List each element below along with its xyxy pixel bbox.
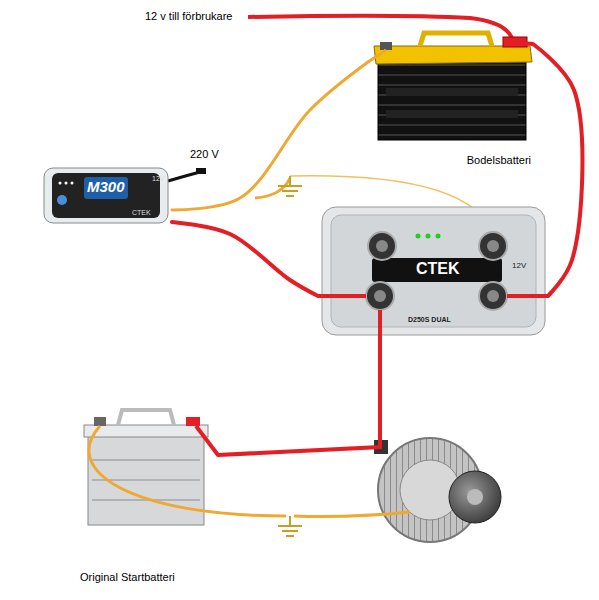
brand-name: CTEK (416, 260, 460, 278)
dc-charger-node: CTEK 12V D250S DUAL (318, 203, 548, 338)
ground-wire (294, 512, 410, 517)
house-battery (374, 33, 532, 140)
charger-node: M300CTEK 12V (40, 163, 172, 227)
stub-wire (318, 294, 366, 298)
cable (172, 222, 318, 296)
model-name: D250S DUAL (408, 316, 451, 324)
stub-wire (368, 50, 386, 62)
cable (218, 338, 380, 455)
start-battery-node: Original Startbatteri (78, 405, 218, 590)
m300-charger (44, 168, 206, 223)
voltage-mark: 12V (152, 175, 164, 183)
ground-symbol (278, 516, 302, 536)
model-name: M300 (87, 179, 125, 196)
brand-name: CTEK (132, 209, 151, 217)
d250s-device (322, 207, 545, 335)
stub-wire (378, 310, 382, 338)
stub-wire (507, 294, 548, 298)
house-battery-node: Bodelsbatteri (368, 30, 533, 172)
stub-wire (196, 426, 218, 455)
cable (172, 62, 368, 210)
ground-wire (89, 426, 286, 516)
cable (533, 44, 582, 296)
wire-label: 12 v till förbrukare (145, 10, 232, 22)
voltage-mark: 12V (512, 262, 526, 271)
ground-symbol (278, 176, 302, 196)
voltage-label: 220 V (190, 148, 219, 160)
battery-label: Bodelsbatteri (467, 154, 531, 166)
battery-label: Original Startbatteri (80, 571, 175, 583)
alternator (374, 438, 501, 542)
